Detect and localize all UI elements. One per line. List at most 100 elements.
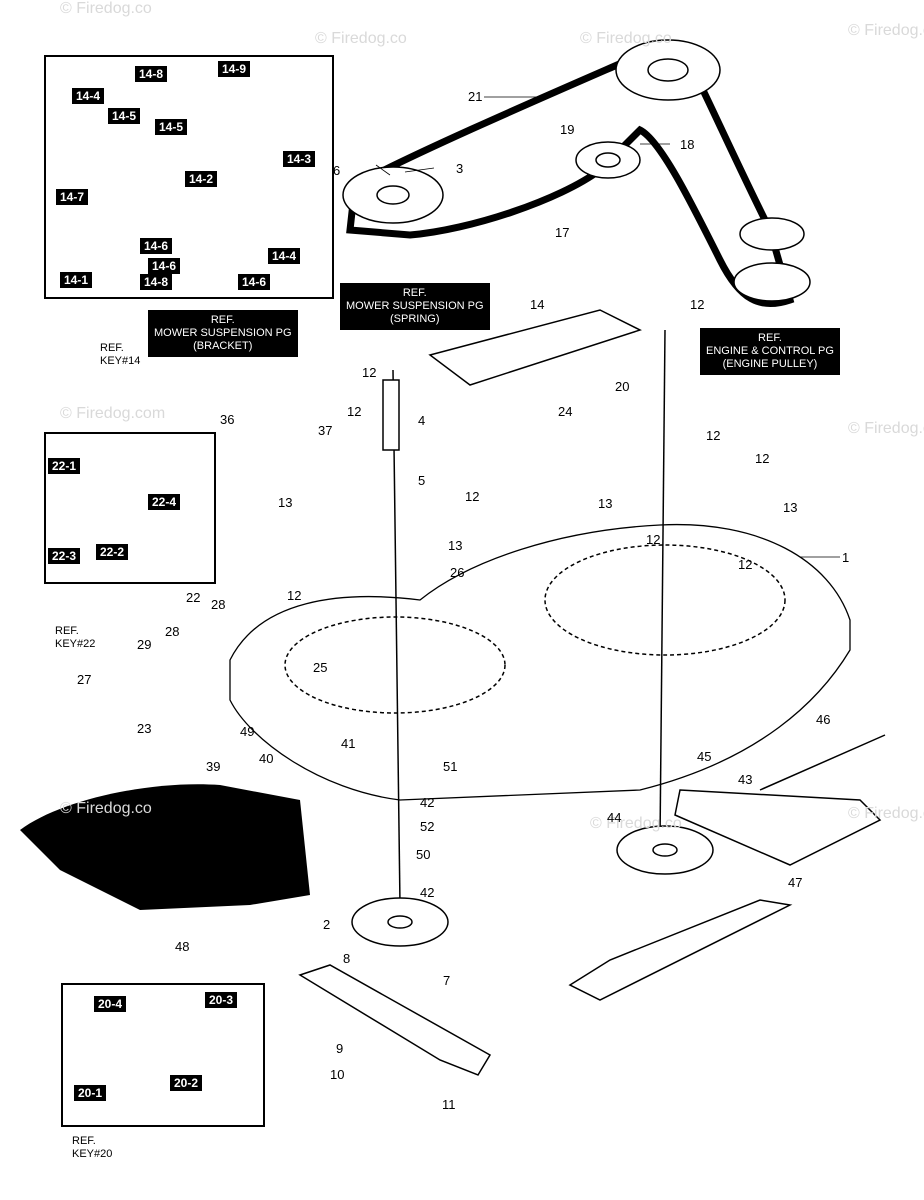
part-label: 12 [646,532,661,547]
part-label: 12 [738,557,753,572]
ref-callout-spring: REF.MOWER SUSPENSION PG(SPRING) [340,283,490,330]
left-blade [298,964,492,1076]
watermark: © Firedog.co [315,30,407,47]
inset-label: 22-2 [96,544,129,560]
part-label: 11 [442,1097,456,1112]
inset-label: 14-3 [283,151,316,167]
part-label: 21 [468,89,483,104]
inset-label: 22-4 [148,494,181,510]
part-label: 10 [330,1067,345,1082]
watermark: © Firedog.co [60,800,152,817]
part-label: 47 [788,875,803,890]
part-label: 28 [211,597,226,612]
inset-label: 14-5 [108,108,141,124]
left-spindle-pulley [342,166,444,224]
part-label: 40 [259,751,274,766]
part-label: 46 [816,712,831,727]
watermark: © Firedog.co [590,815,682,832]
inset-label: 14-1 [60,272,93,288]
inset-label: 14-7 [56,189,89,205]
part-label: 37 [318,423,333,438]
mower-deck [229,523,851,801]
inset-label: 14-4 [268,248,301,264]
part-label: 7 [443,973,451,988]
inset-label: 20-2 [170,1075,203,1091]
ref-callout-bracket: REF.MOWER SUSPENSION PG(BRACKET) [148,310,298,357]
inset-label: 14-8 [140,274,173,290]
part-label: 25 [313,660,328,675]
watermark: © Firedog.co [60,0,152,17]
inset-label: 14-4 [72,88,105,104]
inset-label: 20-3 [205,992,238,1008]
part-label: 12 [755,451,770,466]
part-label: 51 [443,759,458,774]
part-label: 18 [680,137,695,152]
part-label: 8 [343,951,351,966]
part-label: 12 [347,404,362,419]
part-label: 22 [186,590,201,605]
part-label: 2 [323,917,331,932]
part-label: 1 [842,550,850,565]
watermark: © Firedog.co [848,420,924,437]
part-label: 12 [287,588,302,603]
part-label: 3 [456,161,464,176]
part-label: 13 [448,538,463,553]
part-label: 42 [420,795,435,810]
part-label: 50 [416,847,431,862]
part-label: 36 [220,412,235,427]
inset-label: 14-2 [185,171,218,187]
part-label: 19 [560,122,575,137]
ref-key-20: REF.KEY#20 [72,1135,113,1160]
part-label: 39 [206,759,221,774]
part-label: 52 [420,819,435,834]
part-label: 13 [598,496,613,511]
ref-callout-engine: REF.ENGINE & CONTROL PG(ENGINE PULLEY) [700,328,840,375]
part-label: 42 [420,885,435,900]
part-label: 44 [607,810,622,825]
part-label: 28 [165,624,180,639]
watermark: © Firedog.co [848,22,924,39]
part-label: 49 [240,724,255,739]
discharge-chute [20,784,310,910]
part-label: 29 [137,637,152,652]
part-label: 48 [175,939,190,954]
inset-label: 14-6 [148,258,181,274]
watermark: © Firedog.co [580,30,672,47]
ref-key-22: REF.KEY#22 [55,625,96,650]
idler-pulley [575,141,641,179]
part-label: 12 [465,489,480,504]
part-label: 17 [555,225,570,240]
part-label: 9 [336,1041,344,1056]
part-label: 12 [362,365,377,380]
inset-label: 20-4 [94,996,127,1012]
inset-label: 14-6 [140,238,173,254]
part-label: 43 [738,772,753,787]
inset-label: 14-5 [155,119,188,135]
watermark: © Firedog.co [848,805,924,822]
part-label: 23 [137,721,152,736]
part-label: 12 [690,297,705,312]
inset-label: 22-1 [48,458,81,474]
part-label: 13 [278,495,293,510]
inset-label: 14-9 [218,61,251,77]
part-label: 5 [418,473,426,488]
part-label: 4 [418,413,426,428]
right-blade [568,899,793,1001]
part-label: 6 [333,163,341,178]
part-label: 12 [706,428,721,443]
inset-label: 14-6 [238,274,271,290]
part-label: 20 [615,379,630,394]
inset-label: 14-8 [135,66,168,82]
inset-label: 20-1 [74,1085,107,1101]
part-label: 45 [697,749,712,764]
part-label: 26 [450,565,465,580]
part-label: 13 [783,500,798,515]
part-label: 27 [77,672,92,687]
watermark: © Firedog.com [60,405,166,422]
part-label: 24 [558,404,573,419]
ref-key-14: REF.KEY#14 [100,342,141,367]
part-label: 41 [341,736,356,751]
drive-belt [346,40,795,308]
